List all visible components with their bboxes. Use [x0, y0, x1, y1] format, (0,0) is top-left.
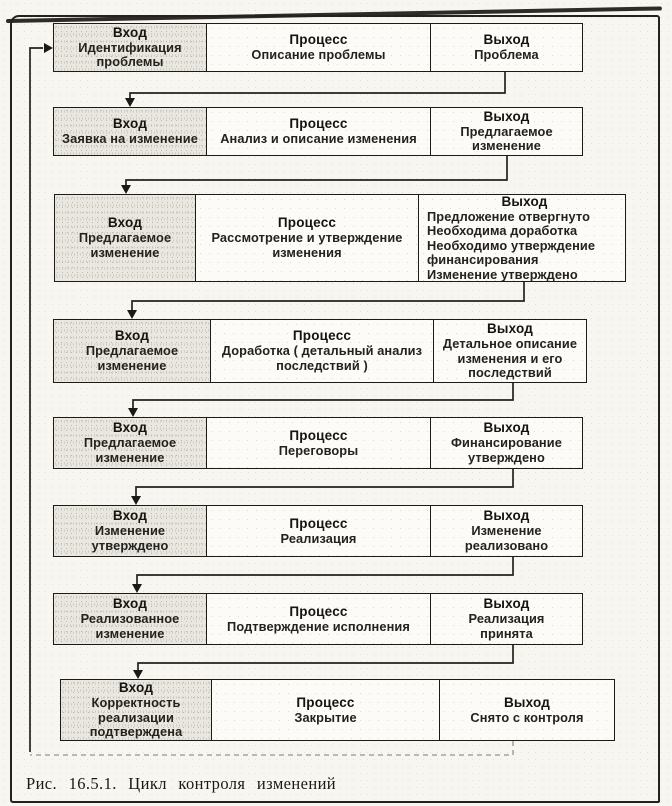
input-header: Вход	[107, 215, 143, 231]
input-cell: Вход Предлагаемое изменение	[55, 195, 195, 281]
output-text: Снято с контроля	[470, 709, 584, 725]
flow-row-3: Вход Предлагаемое изменение Процесс Расс…	[54, 194, 626, 282]
output-cell: Выход Реализация принята	[430, 594, 582, 644]
process-header: Процесс	[289, 603, 348, 619]
process-cell: Процесс Реализация	[206, 506, 430, 556]
input-header: Вход	[114, 328, 150, 344]
input-text: Предлагаемое изменение	[83, 435, 177, 465]
output-header: Выход	[483, 508, 530, 524]
process-cell: Процесс Подтверждение исполнения	[206, 594, 430, 644]
output-text: Реализация принята	[468, 611, 545, 641]
flow-row-8: Вход Корректность реализации подтвержден…	[60, 679, 615, 741]
flow-row-7: Вход Реализованное изменение Процесс Под…	[53, 593, 583, 645]
flow-row-1: Вход Идентификация проблемы Процесс Опис…	[53, 23, 583, 72]
flow-row-5: Вход Предлагаемое изменение Процесс Пере…	[53, 417, 583, 469]
output-header: Выход	[483, 108, 530, 124]
input-text: Корректность реализации подтверждена	[89, 695, 183, 740]
process-text: Анализ и описание изменения	[220, 131, 417, 147]
output-text: Изменение реализовано	[464, 523, 549, 553]
process-text: Переговоры	[278, 442, 359, 458]
output-header: Выход	[501, 195, 548, 209]
input-cell: Вход Заявка на изменение	[54, 108, 206, 155]
input-header: Вход	[112, 596, 148, 612]
output-header: Выход	[486, 321, 534, 337]
output-header: Выход	[483, 420, 530, 436]
process-cell: Процесс Переговоры	[206, 418, 430, 468]
output-text: Проблема	[474, 47, 539, 63]
flow-row-6: Вход Изменение утверждено Процесс Реализ…	[53, 505, 583, 557]
input-text: Реализованное изменение	[80, 611, 180, 641]
input-cell: Вход Предлагаемое изменение	[54, 320, 210, 382]
output-text: Предложение отвергнуто Необходима дорабо…	[427, 208, 596, 281]
input-cell: Вход Идентификация проблемы	[54, 24, 206, 71]
flow-row-4: Вход Предлагаемое изменение Процесс Дора…	[53, 319, 587, 383]
input-text: Изменение утверждено	[91, 523, 169, 553]
input-header: Вход	[112, 116, 148, 132]
process-header: Процесс	[296, 694, 355, 710]
output-text: Финансирование утверждено	[451, 435, 562, 465]
input-cell: Вход Реализованное изменение	[54, 594, 206, 644]
input-cell: Вход Изменение утверждено	[54, 506, 206, 556]
input-header: Вход	[112, 508, 148, 524]
output-text: Детальное описание изменения и его после…	[442, 336, 578, 381]
flow-row-2: Вход Заявка на изменение Процесс Анализ …	[53, 107, 583, 156]
process-header: Процесс	[289, 32, 348, 48]
process-header: Процесс	[289, 515, 348, 531]
input-cell: Вход Предлагаемое изменение	[54, 418, 206, 468]
output-cell: Выход Финансирование утверждено	[430, 418, 582, 468]
figure-frame	[10, 15, 660, 803]
output-cell: Выход Проблема	[430, 24, 582, 71]
output-cell: Выход Снято с контроля	[439, 680, 614, 740]
process-text: Подтверждение исполнения	[227, 618, 410, 634]
process-text: Рассмотрение и утверждение изменения	[211, 230, 403, 260]
process-text: Закрытие	[294, 709, 357, 725]
input-text: Заявка на изменение	[62, 131, 198, 147]
process-cell: Процесс Рассмотрение и утверждение измен…	[195, 195, 418, 281]
input-header: Вход	[118, 680, 154, 696]
process-text: Реализация	[280, 530, 357, 546]
figure-caption: Рис. 16.5.1. Цикл контроля изменений	[26, 774, 337, 793]
process-text: Доработка ( детальный анализ последствий…	[221, 343, 423, 373]
output-header: Выход	[503, 694, 551, 710]
output-cell: Выход Предложение отвергнуто Необходима …	[418, 195, 625, 281]
input-text: Предлагаемое изменение	[78, 230, 172, 260]
input-header: Вход	[112, 420, 148, 436]
process-header: Процесс	[277, 215, 337, 231]
input-text: Предлагаемое изменение	[85, 343, 179, 373]
output-header: Выход	[483, 32, 530, 48]
process-text: Описание проблемы	[251, 47, 386, 63]
output-cell: Выход Предлагаемое изменение	[430, 108, 582, 155]
process-header: Процесс	[292, 328, 352, 344]
input-header: Вход	[112, 24, 148, 40]
process-cell: Процесс Закрытие	[211, 680, 439, 740]
output-cell: Выход Изменение реализовано	[430, 506, 582, 556]
output-header: Выход	[483, 596, 530, 612]
output-cell: Выход Детальное описание изменения и его…	[433, 320, 586, 382]
output-text: Предлагаемое изменение	[460, 123, 553, 154]
process-cell: Процесс Анализ и описание изменения	[206, 108, 430, 155]
process-cell: Процесс Описание проблемы	[206, 24, 430, 71]
process-header: Процесс	[289, 116, 348, 132]
input-text: Идентификация проблемы	[78, 39, 182, 70]
process-cell: Процесс Доработка ( детальный анализ пос…	[210, 320, 433, 382]
process-header: Процесс	[289, 427, 348, 443]
input-cell: Вход Корректность реализации подтвержден…	[61, 680, 211, 740]
